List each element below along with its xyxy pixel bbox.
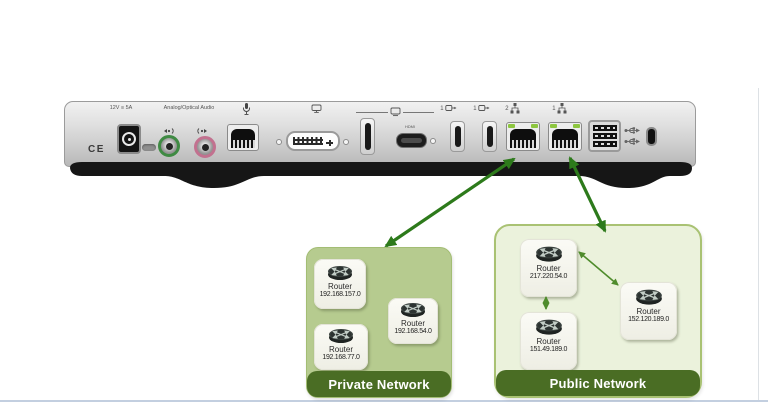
monitor-out-icon: [445, 105, 457, 111]
router-node: Router 192.168.157.0: [314, 259, 366, 309]
ce-mark: CE: [88, 144, 105, 155]
dock-rear-panel: 12V ≡ 5A Analog/Optical Audio 1: [64, 100, 698, 196]
hdmi-label: HDMI: [405, 125, 415, 130]
router-node: Router 217.220.54.0: [520, 239, 577, 297]
router-icon: [535, 245, 562, 263]
panel-bottom-edge: [70, 162, 692, 188]
displayport-2: [482, 121, 497, 152]
router-icon: [400, 302, 426, 318]
router-icon: [328, 328, 354, 344]
router-label: Router: [400, 319, 425, 328]
router-ip: 192.168.157.0: [319, 291, 361, 298]
usb-port: [592, 125, 617, 131]
router-ip: 192.168.54.0: [394, 328, 432, 335]
screw-hole: [343, 139, 349, 145]
label-line: [402, 111, 434, 113]
router-node: Router 192.168.54.0: [388, 298, 438, 344]
port-pins: [231, 140, 255, 148]
router-label: Router: [327, 282, 352, 291]
router-node: Router 192.168.77.0: [314, 324, 368, 370]
usb-port-stack: [588, 120, 621, 152]
router-label: Router: [536, 264, 561, 273]
display-group-label: [356, 107, 434, 117]
dvi-port: [286, 131, 340, 151]
port-opening: [552, 129, 578, 142]
audio-in-icon: [197, 128, 207, 134]
network-banner: Public Network: [496, 370, 700, 396]
audio-out-jack: [158, 135, 180, 157]
lan-1-label: 1: [552, 102, 567, 115]
port-pins: [510, 140, 536, 148]
router-icon: [327, 265, 353, 281]
power-label: 12V ≡ 5A: [109, 105, 133, 111]
screw-hole: [430, 138, 436, 144]
displayport-out-2-label: 1: [473, 104, 490, 113]
usb-c-port: [646, 127, 657, 146]
router-node: Router 152.120.189.0: [620, 282, 677, 340]
audio-label: Analog/Optical Audio: [163, 105, 215, 111]
port-pins: [552, 140, 578, 148]
lan-2-label: 2: [505, 102, 520, 115]
monitor-icon: [390, 107, 400, 117]
usb-icon: [624, 127, 640, 145]
router-label: Router: [536, 337, 561, 346]
power-jack: [117, 124, 141, 154]
hdmi-port: [396, 133, 427, 148]
port-opening: [510, 129, 536, 142]
port-count: 1: [552, 105, 556, 112]
displayport-main: [360, 118, 375, 155]
router-ip: 217.220.54.0: [529, 273, 568, 280]
lan-led: [573, 124, 580, 128]
private-network-box: Router 192.168.157.0 Router 192.168.77.0…: [306, 247, 452, 398]
port-opening: [231, 129, 255, 142]
displayport-1: [450, 121, 465, 152]
displayport-out-1-label: 1: [440, 104, 457, 113]
mic-port: [227, 124, 259, 151]
monitor-out-icon: [478, 105, 490, 111]
lan-port-1: [548, 122, 582, 151]
lan-led: [531, 124, 538, 128]
network-banner: Private Network: [307, 371, 451, 397]
router-icon: [635, 288, 662, 306]
network-icon: [510, 103, 520, 114]
optical-port: [142, 144, 156, 151]
page-frame-line: [0, 400, 768, 402]
router-label: Router: [636, 307, 661, 316]
port-count: 1: [473, 105, 477, 112]
network-icon: [557, 103, 567, 114]
lan-led: [550, 124, 557, 128]
usb-port: [592, 141, 617, 147]
router-ip: 151.49.189.0: [529, 346, 568, 353]
port-count: 2: [505, 105, 509, 112]
label-line: [356, 111, 388, 113]
router-ip: 152.120.189.0: [628, 316, 669, 323]
page-frame-line: [758, 88, 759, 402]
microphone-icon: [243, 103, 250, 115]
screw-hole: [276, 139, 282, 145]
lan-port-2: [506, 122, 540, 151]
router-label: Router: [328, 345, 353, 354]
port-count: 1: [440, 105, 444, 112]
audio-out-icon: [164, 128, 174, 134]
display-icon: [311, 104, 322, 113]
router-icon: [535, 318, 562, 336]
lan-led: [508, 124, 515, 128]
usb-port: [592, 133, 617, 139]
public-network-box: Router 217.220.54.0 Router 151.49.189.0 …: [494, 224, 702, 398]
router-node: Router 151.49.189.0: [520, 312, 577, 370]
router-ip: 192.168.77.0: [322, 354, 360, 361]
audio-in-jack: [194, 136, 216, 158]
